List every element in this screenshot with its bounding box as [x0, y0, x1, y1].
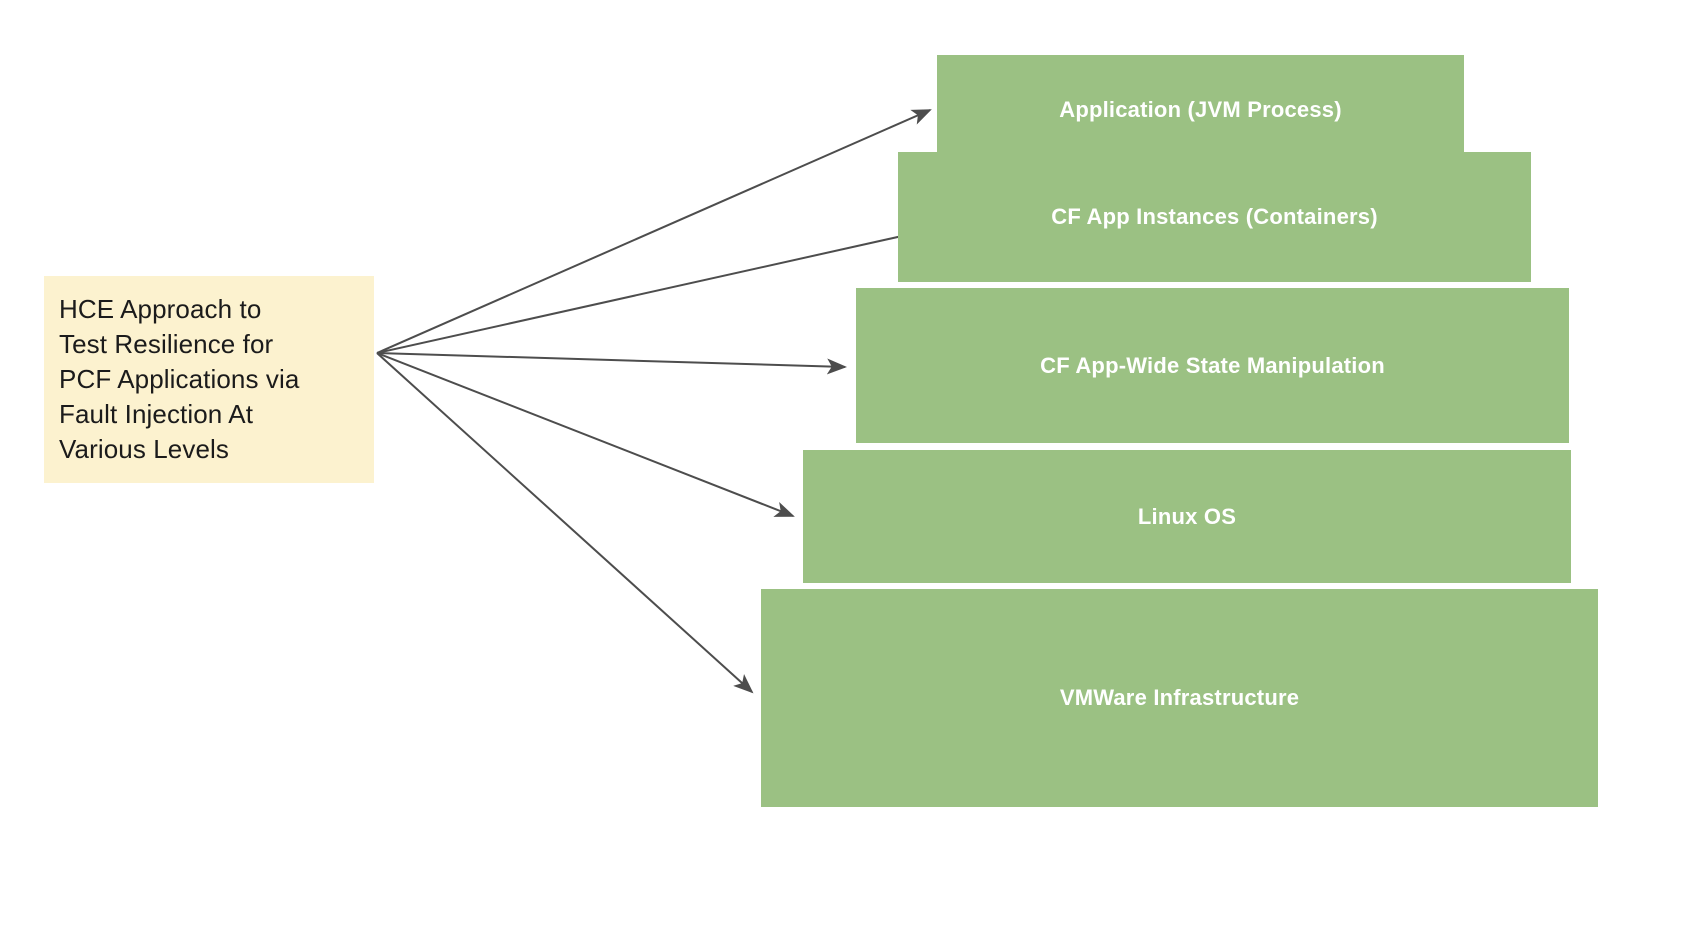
layer-label-application-jvm-process: Application (JVM Process)	[1059, 97, 1342, 122]
layer-label-linux-os: Linux OS	[1137, 503, 1237, 529]
source-note-text: HCE Approach to Test Resilience for PCF …	[59, 294, 300, 464]
layer-box-cf-app-instances-containers[interactable]: CF App Instances (Containers)	[898, 152, 1531, 282]
arrow-to-cf-app-wide-state-manipulation	[376, 352, 847, 375]
arrow-to-vmware-infrastructure	[376, 352, 754, 694]
source-note-box[interactable]: HCE Approach to Test Resilience for PCF …	[44, 276, 374, 483]
layer-label-vmware-infrastructure: VMWare Infrastructure	[1059, 685, 1300, 710]
layer-box-linux-os[interactable]: Linux OS	[803, 450, 1571, 583]
layer-box-cf-app-wide-state-manipulation[interactable]: CF App-Wide State Manipulation	[856, 288, 1569, 443]
layer-label-cf-app-wide-state-manipulation: CF App-Wide State Manipulation	[1040, 352, 1385, 378]
layer-box-vmware-infrastructure[interactable]: VMWare Infrastructure	[761, 589, 1598, 807]
arrow-to-linux-os	[376, 352, 795, 517]
layer-box-application-jvm-process[interactable]: Application (JVM Process)	[937, 55, 1464, 165]
arrow-to-application-jvm-process	[376, 109, 932, 354]
layer-label-cf-app-instances-containers: CF App Instances (Containers)	[1051, 204, 1378, 229]
